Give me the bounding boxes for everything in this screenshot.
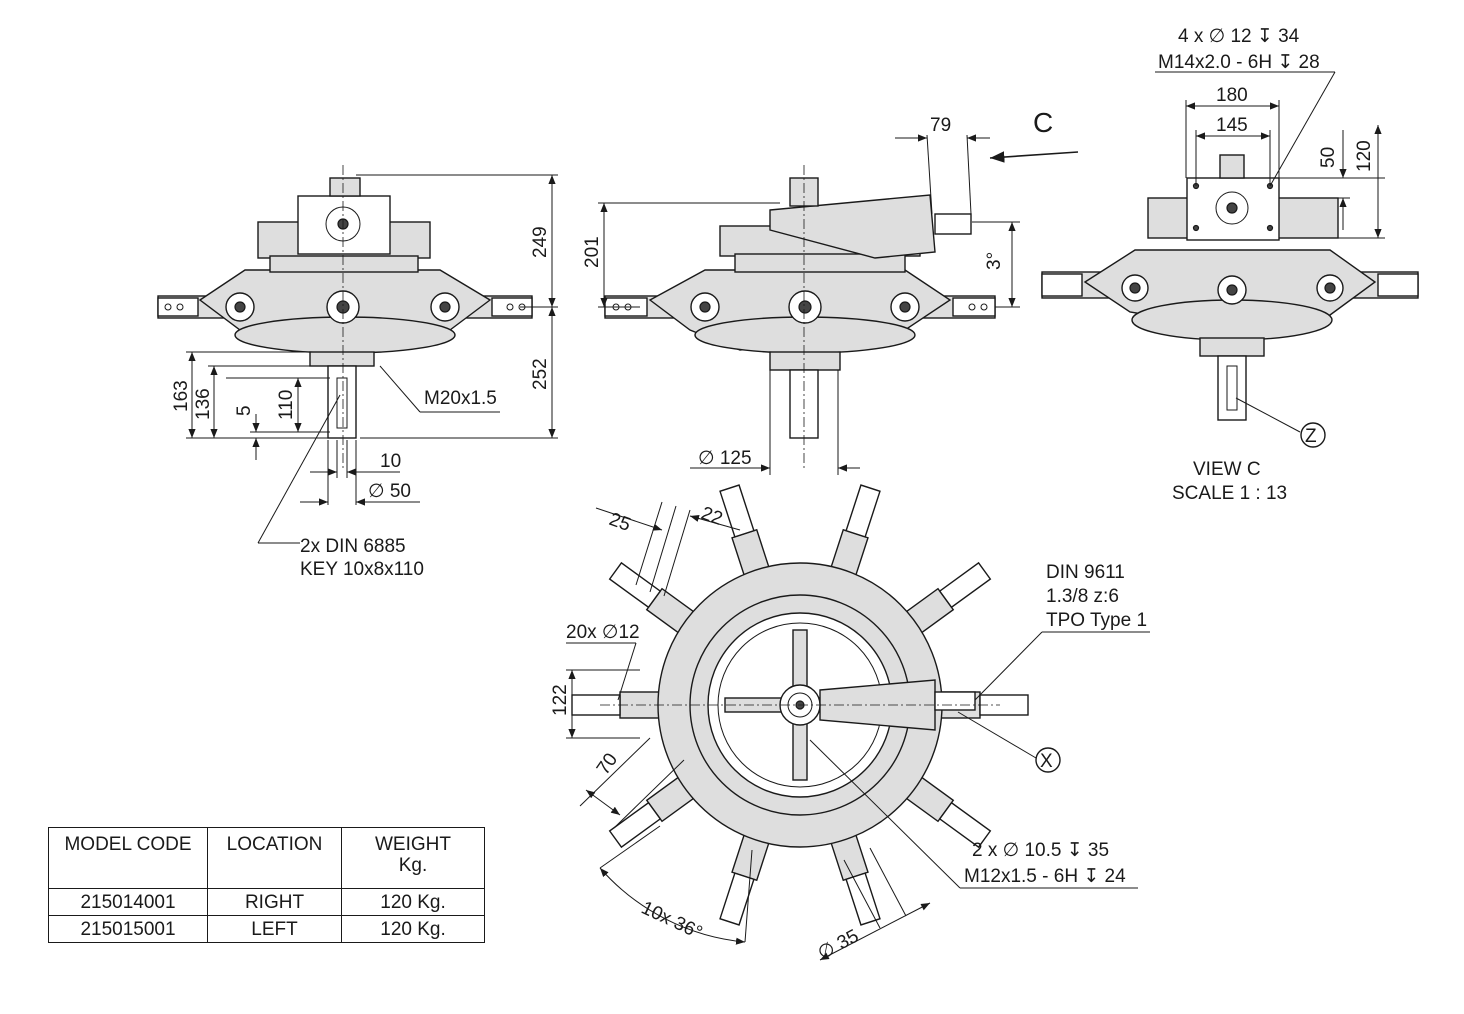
dim-50: 50 <box>1318 147 1339 168</box>
table-row: 215014001 RIGHT 120 Kg. <box>48 888 485 916</box>
dim-201: 201 <box>582 236 603 268</box>
spline-line-2: 1.3/8 z:6 <box>1046 586 1119 607</box>
dim-10x36: 10x 36° <box>638 897 705 943</box>
table-row: 215015001 LEFT 120 Kg. <box>48 915 485 943</box>
holes2-line-1: 2 x ∅ 10.5 ↧ 35 <box>972 840 1109 861</box>
cell-location: LEFT <box>207 915 342 943</box>
view-arrow-c: C <box>1033 107 1053 138</box>
view-c-title: VIEW C <box>1193 459 1261 480</box>
view-c: 4 x ∅ 12 ↧ 34 M14x2.0 - 6H ↧ 28 180 145 … <box>1041 26 1419 504</box>
dim-110: 110 <box>276 390 297 420</box>
mark-x: X <box>1040 751 1053 772</box>
dim-180: 180 <box>1216 85 1248 106</box>
dim-5: 5 <box>234 405 255 416</box>
spline-line-3: TPO Type 1 <box>1046 610 1147 631</box>
cell-location: RIGHT <box>207 888 342 916</box>
col-weight: WEIGHT Kg. <box>341 827 485 889</box>
dim-136: 136 <box>193 388 214 420</box>
dim-phi35: ∅ 35 <box>814 926 862 965</box>
dim-122: 122 <box>550 684 571 716</box>
holes-line-1: 4 x ∅ 12 ↧ 34 <box>1178 26 1300 47</box>
front-view: 249 252 163 136 5 110 10 ∅ 50 M20x1.5 2x… <box>157 165 558 580</box>
table-header-row: MODEL CODE LOCATION WEIGHT Kg. <box>48 827 485 889</box>
cell-model-code: 215014001 <box>48 888 208 916</box>
key-line-1: 2x DIN 6885 <box>300 536 406 557</box>
dim-phi50: ∅ 50 <box>368 481 411 502</box>
cell-model-code: 215015001 <box>48 915 208 943</box>
thread-label: M20x1.5 <box>424 388 497 409</box>
view-c-scale: SCALE 1 : 13 <box>1172 483 1287 504</box>
dim-249: 249 <box>530 226 551 258</box>
dim-phi125: ∅ 125 <box>698 448 752 469</box>
holes-line-2: M14x2.0 - 6H ↧ 28 <box>1158 52 1320 73</box>
mark-z: Z <box>1305 426 1317 447</box>
holes2-line-2: M12x1.5 - 6H ↧ 24 <box>964 866 1126 887</box>
spline-line-1: DIN 9611 <box>1046 562 1125 583</box>
dim-70: 70 <box>593 750 622 779</box>
dim-145: 145 <box>1216 115 1248 136</box>
col-weight-label: WEIGHT <box>375 834 451 855</box>
holes-20x: 20x ∅12 <box>566 622 640 643</box>
dim-3deg: 3° <box>984 252 1005 270</box>
cell-weight: 120 Kg. <box>341 888 485 916</box>
dim-163: 163 <box>171 380 192 412</box>
model-table: MODEL CODE LOCATION WEIGHT Kg. 215014001… <box>48 827 485 943</box>
col-location: LOCATION <box>207 827 342 889</box>
side-view: 201 79 C 3° ∅ 125 <box>582 107 1079 475</box>
top-view: 25 22 20x ∅12 122 70 10x 36° ∅ 35 DIN 96… <box>550 484 1150 964</box>
dim-252: 252 <box>530 358 551 390</box>
dim-10: 10 <box>380 451 401 472</box>
key-line-2: KEY 10x8x110 <box>300 559 424 580</box>
col-model-code: MODEL CODE <box>48 827 208 889</box>
col-weight-unit: Kg. <box>398 855 428 876</box>
dim-22: 22 <box>698 503 725 530</box>
dim-79: 79 <box>930 115 951 136</box>
cell-weight: 120 Kg. <box>341 915 485 943</box>
dim-120: 120 <box>1354 140 1375 172</box>
